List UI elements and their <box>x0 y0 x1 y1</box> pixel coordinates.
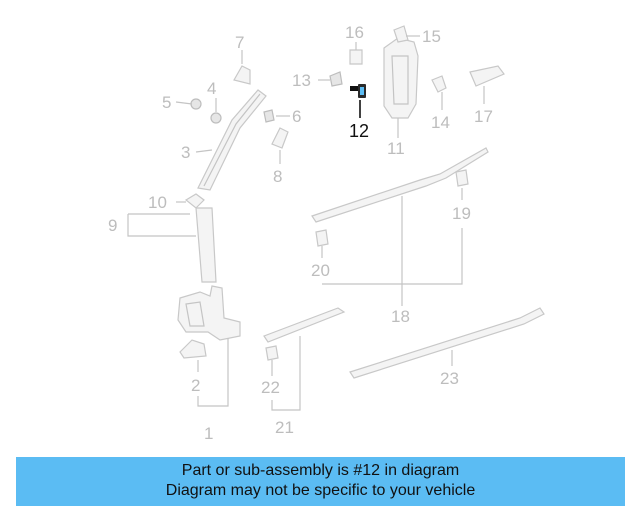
part-2-clip <box>179 339 207 359</box>
callout-22: 22 <box>261 378 280 397</box>
callout-23: 23 <box>440 369 459 388</box>
part-14-clip-shape <box>431 75 447 93</box>
leader-3 <box>195 149 213 153</box>
part-19-clip-shape <box>455 169 469 187</box>
callout-8: 8 <box>273 167 282 186</box>
part-22-clip-shape <box>265 345 279 361</box>
part-15-clip-shape <box>393 25 409 43</box>
part-6-clip-shape <box>263 109 275 123</box>
callout-3: 3 <box>181 143 190 162</box>
callout-6: 6 <box>292 107 301 126</box>
leader-21 <box>271 336 301 411</box>
part-9-pillar-strip <box>195 207 217 283</box>
part-1-inner <box>185 301 205 327</box>
part-20-clip-shape <box>315 229 329 247</box>
part-11-inner <box>391 55 409 105</box>
callout-14: 14 <box>431 113 450 132</box>
info-banner: Part or sub-assembly is #12 in diagram D… <box>16 457 625 506</box>
callout-17: 17 <box>474 107 493 126</box>
callout-15: 15 <box>422 27 441 46</box>
callout-12: 12 <box>349 121 369 141</box>
callout-2: 2 <box>191 376 200 395</box>
callout-21: 21 <box>275 418 294 437</box>
callout-11: 11 <box>387 139 405 158</box>
part-3-a-pillar-trim <box>197 89 267 191</box>
callout-5: 5 <box>162 93 171 112</box>
part-4-clip-shape <box>210 112 222 124</box>
leader-9 <box>127 213 196 237</box>
callout-18: 18 <box>391 307 410 326</box>
callout-4: 4 <box>207 79 216 98</box>
part-13-clip-shape <box>329 71 343 87</box>
part-17-handle-shape <box>469 65 505 87</box>
part-10-clip-shape <box>184 193 205 209</box>
part-18-upper-sill <box>311 147 489 223</box>
banner-line-2: Diagram may not be specific to your vehi… <box>165 482 476 499</box>
part-23-lower-sill <box>349 307 545 379</box>
banner-line-1: Part or sub-assembly is #12 in diagram <box>181 462 460 479</box>
part-8-clip-shape <box>271 127 289 149</box>
part-11-b-pillar-trim <box>383 37 419 119</box>
leader-1 <box>197 338 229 407</box>
leader-5 <box>175 101 193 105</box>
leader-18 <box>322 196 463 306</box>
callout-16: 16 <box>345 23 364 42</box>
part-16-clip-shape <box>349 49 363 65</box>
callout-20: 20 <box>311 261 330 280</box>
part-3-edge <box>203 93 261 187</box>
part-12-bolt <box>350 84 366 98</box>
callout-10: 10 <box>148 193 167 212</box>
part-5-clip-shape <box>190 98 202 110</box>
part-7-clip-shape <box>233 65 251 85</box>
callout-9: 9 <box>108 216 117 235</box>
callout-1: 1 <box>204 424 213 443</box>
callout-7: 7 <box>235 33 244 52</box>
part-21-sill-strip <box>263 307 346 343</box>
callout-13: 13 <box>292 71 311 90</box>
callout-19: 19 <box>452 204 471 223</box>
